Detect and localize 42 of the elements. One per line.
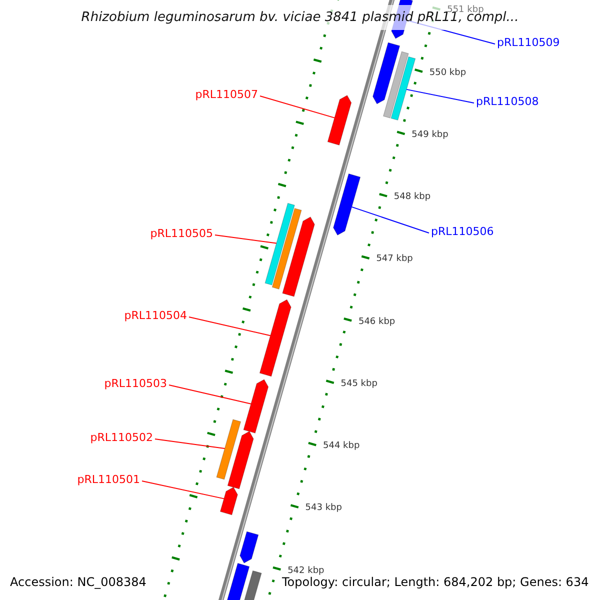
gene-label: pRL110501 bbox=[77, 474, 140, 485]
gene-bar bbox=[333, 173, 361, 236]
leader-line bbox=[214, 234, 277, 244]
leader-line bbox=[168, 384, 252, 404]
gene-bar bbox=[240, 531, 259, 564]
gene-bar bbox=[372, 42, 400, 104]
gene-bar bbox=[243, 379, 269, 434]
scale-label: 542 kbp bbox=[288, 566, 324, 576]
accession-text: Accession: NC_008384 bbox=[10, 576, 146, 588]
scale-label: 548 kbp bbox=[394, 193, 431, 202]
gene-bar bbox=[259, 299, 292, 377]
leader-line bbox=[188, 316, 271, 336]
gene-label: pRL110503 bbox=[104, 378, 167, 389]
gene-label: pRL110505 bbox=[150, 228, 213, 239]
scale-label: 546 kbp bbox=[358, 318, 396, 327]
genome-info-text: Topology: circular; Length: 684,202 bp; Genes: 634 bbox=[282, 576, 589, 588]
leader-line bbox=[260, 96, 336, 118]
scale-label: 547 kbp bbox=[376, 255, 413, 264]
gene-bar bbox=[216, 419, 242, 480]
leader-line bbox=[154, 438, 226, 449]
gene-label: pRL110504 bbox=[124, 310, 187, 321]
gene-label: pRL110509 bbox=[497, 37, 560, 48]
scale-label: 544 kbp bbox=[323, 442, 360, 452]
scale-label: 543 kbp bbox=[305, 504, 342, 514]
gene-bar bbox=[390, 56, 416, 121]
leader-line bbox=[142, 480, 224, 500]
scale-label: 545 kbp bbox=[340, 380, 378, 389]
gene-bar bbox=[383, 51, 409, 118]
gene-bar bbox=[227, 431, 254, 490]
gene-bar bbox=[272, 208, 302, 290]
leader-line bbox=[406, 88, 474, 104]
gene-label: pRL110506 bbox=[431, 226, 494, 237]
scale-label: 550 kbp bbox=[429, 68, 466, 78]
gene-bar bbox=[282, 216, 315, 297]
gene-bar bbox=[220, 486, 238, 516]
gene-bar bbox=[327, 94, 352, 146]
gene-bar bbox=[264, 202, 295, 286]
gene-label: pRL110508 bbox=[476, 96, 539, 107]
leader-line bbox=[351, 206, 430, 234]
gene-label: pRL110507 bbox=[195, 89, 258, 100]
gene-label: pRL110502 bbox=[90, 432, 153, 443]
scale-label: 549 kbp bbox=[412, 130, 448, 140]
